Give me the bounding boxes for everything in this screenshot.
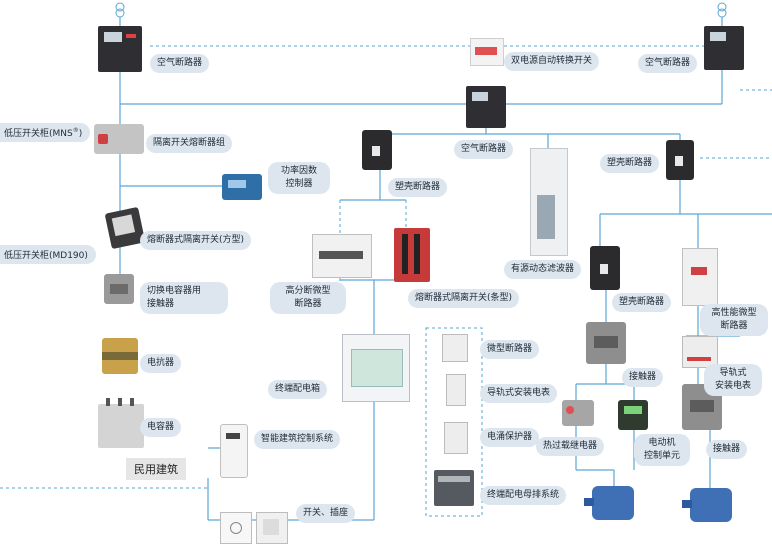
label-acb-center: 空气断路器	[454, 140, 514, 159]
label-din-meter-right: 导轨式 安装电表	[704, 364, 762, 396]
capacitor-contactor-device	[104, 274, 134, 304]
label-busbar: 终端配电母排系统	[480, 486, 567, 505]
label-surge: 电涌保护器	[480, 428, 540, 447]
label-acb-top-left: 空气断路器	[150, 54, 210, 73]
capacitor-device	[98, 398, 144, 448]
reactor-device	[102, 338, 138, 374]
label-mccb-center: 塑壳断路器	[388, 178, 448, 197]
label-din-meter-mid: 导轨式安装电表	[480, 384, 558, 403]
label-lv-mns: 低压开关柜(MNS®)	[0, 123, 91, 142]
acb-top-right-device	[704, 26, 744, 70]
motor-control-device	[618, 400, 648, 430]
label-lv-mns-text: 低压开关柜(MNS	[4, 129, 73, 139]
label-motor-control: 电动机 控制单元	[634, 434, 690, 466]
label-pf-controller: 功率因数 控制器	[268, 162, 330, 194]
label-contactor-right: 接触器	[706, 440, 748, 459]
surge-device	[444, 422, 468, 454]
label-thermal-relay: 热过载继电器	[536, 437, 605, 456]
hp-mcb-device	[682, 248, 718, 306]
terminal-box-device	[342, 334, 410, 402]
label-civil-building: 民用建筑	[126, 458, 186, 480]
smart-building-device	[220, 424, 248, 478]
busbar-device	[434, 470, 474, 506]
label-lv-mns-close: )	[78, 129, 83, 139]
label-mccb-lower: 塑壳断路器	[612, 293, 672, 312]
label-smart-building: 智能建筑控制系统	[254, 430, 341, 449]
ats-device	[470, 38, 504, 66]
label-terminal-box: 终端配电箱	[268, 380, 328, 399]
label-hp-mcb: 高性能微型 断路器	[700, 304, 768, 336]
label-capacitor-contactor: 切换电容器用 接触器	[140, 282, 228, 314]
din-meter-mid-device	[446, 374, 466, 406]
motor-right-device	[682, 488, 732, 522]
label-active-filter: 有源动态滤波器	[504, 260, 582, 279]
motor-left-device	[584, 486, 634, 520]
label-mccb-right: 塑壳断路器	[600, 154, 660, 173]
pf-controller-device	[222, 174, 262, 200]
label-fuse-switch-strip: 熔断器式隔离开关(条型)	[408, 289, 520, 308]
label-reactor: 电抗器	[140, 354, 182, 373]
label-isolator-fuse: 隔离开关熔断器组	[146, 134, 233, 153]
switch-device	[256, 512, 288, 544]
transformer-icon	[717, 2, 727, 18]
micro-breaker-device	[442, 334, 468, 362]
transformer-icon	[115, 2, 125, 18]
label-hb-mcb: 高分断微型 断路器	[270, 282, 346, 314]
din-meter-right-device	[682, 336, 718, 368]
hb-mcb-device	[312, 234, 372, 278]
label-micro-breaker: 微型断路器	[480, 340, 540, 359]
label-switch-socket: 开关、插座	[296, 504, 356, 523]
acb-center-device	[466, 86, 506, 128]
thermal-relay-device	[562, 400, 594, 426]
socket-device	[220, 512, 252, 544]
label-lv-mns-sup: ®	[72, 127, 79, 134]
label-contactor-mid: 接触器	[622, 368, 664, 387]
label-ats: 双电源自动转换开关	[504, 52, 600, 71]
isolator-fuse-device	[94, 124, 144, 154]
label-lv-md190: 低压开关柜(MD190)	[0, 245, 96, 264]
contactor-mid-device	[586, 322, 626, 364]
fuse-switch-strip-device	[394, 228, 430, 282]
mccb-center-device	[362, 130, 392, 170]
fuse-switch-square-device	[104, 206, 146, 250]
active-filter-device	[530, 148, 568, 256]
mccb-lower-device	[590, 246, 620, 290]
label-capacitor: 电容器	[140, 418, 182, 437]
label-fuse-switch-square: 熔断器式隔离开关(方型)	[140, 231, 252, 250]
mccb-right-device	[666, 140, 694, 180]
acb-top-left-device	[98, 26, 142, 72]
label-acb-top-right: 空气断路器	[638, 54, 698, 73]
